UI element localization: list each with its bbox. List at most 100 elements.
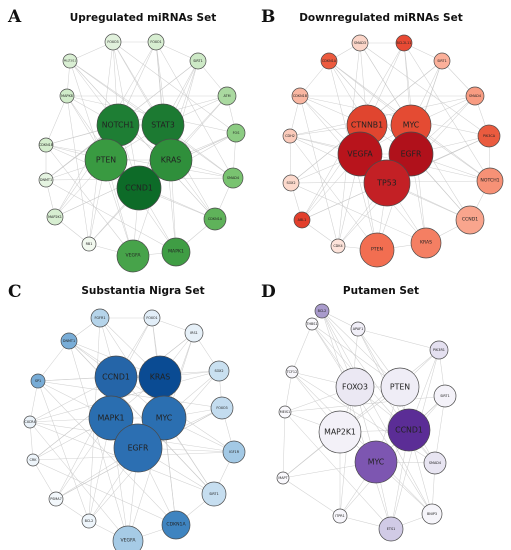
gene-node-label: FOXO3: [107, 40, 118, 44]
network-edge: [37, 380, 223, 409]
gene-node-label: VEGFA: [121, 538, 137, 544]
gene-node-bnip3: BNIP3: [421, 503, 443, 525]
gene-node-label: ITPR1: [335, 514, 345, 518]
gene-node-label: NOTCH1: [102, 121, 135, 130]
gene-node-label: PSMA7: [50, 497, 62, 501]
gene-node-pten: PTEN: [359, 232, 395, 268]
gene-node-circle: [433, 52, 451, 70]
panel-a-title: Upregulated miRNAs Set: [70, 12, 216, 24]
gene-node-label: ABL1: [298, 218, 307, 222]
gene-node-label: CXCR4: [24, 420, 35, 424]
gene-node-sp1: SP1: [30, 373, 46, 389]
gene-node-label: CTNNB1: [351, 121, 383, 130]
gene-node-circle: [335, 367, 375, 407]
gene-node-label: PTEN: [96, 156, 116, 165]
gene-node-circle: [291, 87, 309, 105]
gene-node-circle: [161, 510, 191, 540]
gene-node-label: PTEN: [371, 247, 383, 253]
gene-node-kras: KRAS: [149, 138, 193, 182]
gene-node-circle: [410, 227, 442, 259]
gene-node-cdkn1b: CDKN1B: [291, 87, 309, 105]
gene-node-circle: [476, 167, 504, 195]
gene-node-circle: [104, 33, 122, 51]
gene-node-circle: [222, 167, 244, 189]
network-edge: [45, 144, 134, 257]
gene-node-circle: [88, 395, 134, 441]
gene-node-circle: [161, 237, 191, 267]
gene-node-label: SIRT1: [437, 59, 447, 63]
gene-node-foxo1: FOXO1: [143, 309, 161, 327]
gene-node-label: KRAS: [150, 373, 171, 382]
gene-node-label: CDKN1B: [293, 94, 308, 98]
gene-node-label: STAT3: [151, 121, 175, 130]
network-edge: [299, 95, 339, 247]
gene-node-label: SOX2: [214, 369, 223, 373]
gene-node-label: MAP2K1: [324, 428, 356, 437]
gene-node-bcl2: BCL2: [81, 513, 97, 529]
network-edge: [69, 60, 216, 220]
gene-node-label: MYC: [403, 121, 420, 130]
gene-node-circle: [26, 453, 40, 467]
gene-node-circle: [285, 365, 299, 379]
gene-node-label: APAF1: [353, 327, 364, 331]
gene-node-label: SIRT1: [209, 492, 219, 496]
gene-node-circle: [62, 53, 78, 69]
panel-c-letter: C: [8, 282, 22, 302]
gene-node-circle: [147, 33, 165, 51]
gene-node-label: BCL2: [318, 309, 327, 313]
gene-node-circle: [282, 128, 298, 144]
network-edge: [45, 95, 68, 146]
gene-node-label: MAP2K1: [48, 215, 62, 219]
gene-node-circle: [318, 410, 362, 454]
network-edge: [359, 42, 490, 137]
gene-node-foxo3: FOXO3: [210, 396, 234, 420]
gene-node-label: FOXO3: [342, 383, 368, 392]
gene-node-vegfa: VEGFA: [116, 239, 150, 273]
gene-node-circle: [38, 172, 54, 188]
gene-node-circle: [314, 303, 330, 319]
gene-node-circle: [59, 88, 75, 104]
gene-node-circle: [465, 86, 485, 106]
gene-node-pten: PTEN: [84, 138, 128, 182]
gene-node-label: BNIP3: [427, 512, 437, 516]
gene-node-label: MLLT3/11: [64, 59, 77, 63]
gene-node-sox2: SOX2: [282, 174, 300, 192]
gene-node-circle: [226, 123, 246, 143]
gene-node-smad4: SMAD4: [465, 86, 485, 106]
gene-node-label: TCF12: [286, 370, 298, 374]
gene-node-label: VEGFA: [347, 150, 373, 159]
gene-node-cdkn1a: CDKN1A: [320, 52, 338, 70]
gene-node-irs1: IRS1: [184, 323, 204, 343]
gene-node-circle: [455, 205, 485, 235]
gene-node-psma7: PSMA7: [48, 491, 64, 507]
gene-node-label: PIK3CA: [483, 134, 496, 138]
gene-node-circle: [201, 481, 227, 507]
panel-b-title: Downregulated miRNAs Set: [299, 12, 463, 24]
gene-node-pik3r1: PIK3R1: [429, 340, 449, 360]
gene-node-cdkn1a: CDKN1A: [161, 510, 191, 540]
gene-node-label: BCL2L11: [397, 41, 412, 45]
gene-node-circle: [423, 451, 447, 475]
gene-node-label: SIRT1: [440, 394, 450, 398]
gene-node-label: MYC: [156, 414, 173, 423]
network-edge: [282, 349, 440, 479]
gene-node-label: CCND1: [395, 426, 423, 435]
gene-node-kras: KRAS: [410, 227, 442, 259]
panel-d-nodes: BCL2APAF1PIK3R1SIRT1SMAD4BNIP3ETS1ITPR1M…: [276, 303, 457, 542]
network-edge: [32, 459, 177, 526]
gene-node-circle: [378, 516, 404, 542]
gene-node-circle: [305, 317, 319, 331]
gene-node-label: SMAD3: [354, 41, 366, 45]
gene-node-bcl2l11: BCL2L11: [395, 34, 413, 52]
gene-node-vegfa: VEGFA: [112, 525, 144, 550]
gene-node-label: VEGFA: [126, 253, 142, 259]
gene-node-crk: CRK: [26, 453, 40, 467]
gene-node-cdkn1a: CDKN1A: [203, 207, 227, 231]
gene-node-circle: [380, 367, 420, 407]
gene-node-circle: [433, 384, 457, 408]
gene-node-label: SIRT1: [193, 59, 203, 63]
gene-node-map2k1: MAP2K1: [46, 208, 64, 226]
network-edge: [321, 310, 410, 431]
network-edge: [357, 328, 440, 351]
